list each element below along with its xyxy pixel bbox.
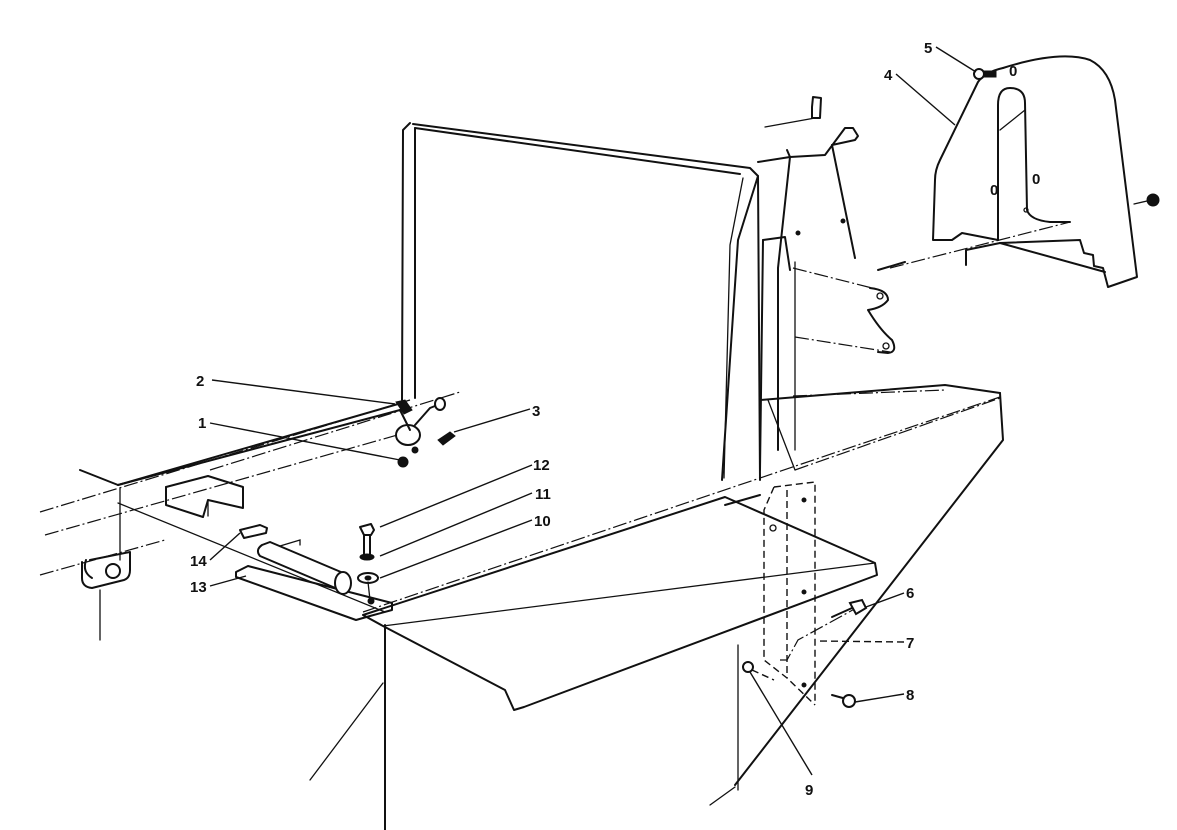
latch-assembly [395, 397, 456, 468]
clevis-lug [81, 551, 131, 641]
callout-7: 7 [906, 635, 914, 652]
svg-text:0: 0 [990, 182, 998, 199]
s-link-bracket [792, 267, 896, 354]
svg-text:0: 0 [1009, 63, 1017, 80]
leader-lines [209, 46, 977, 776]
fender-bracket [742, 481, 868, 708]
callout-labels: 1 2 3 4 5 6 7 8 9 10 11 12 13 14 [190, 40, 932, 799]
pin-clip-part-14 [239, 524, 268, 539]
callout-12: 12 [533, 457, 550, 474]
fender-part-4: 0 0 0 [877, 55, 1138, 288]
hinge-part-13 [235, 539, 393, 621]
tailgate-panel [401, 122, 759, 481]
svg-text:0: 0 [1032, 171, 1040, 188]
callout-10: 10 [534, 513, 551, 530]
tailboard-shelf [362, 496, 878, 711]
callout-11: 11 [535, 486, 551, 503]
hinge-bolt-stack [357, 523, 379, 601]
body-box [309, 384, 1004, 830]
callout-6: 6 [906, 585, 914, 602]
callout-14: 14 [190, 553, 207, 570]
left-frame-rails [39, 391, 461, 613]
callout-13: 13 [190, 579, 207, 596]
callout-4: 4 [884, 67, 893, 84]
callout-3: 3 [532, 403, 540, 420]
callout-2: 2 [196, 373, 204, 390]
callout-5: 5 [924, 40, 932, 57]
bolt-part-5 [973, 68, 997, 80]
corner-post [757, 96, 859, 481]
far-bolt [1133, 193, 1160, 207]
callout-9: 9 [805, 782, 813, 799]
callout-1: 1 [198, 415, 206, 432]
channel-bracket [165, 475, 244, 518]
callout-8: 8 [906, 687, 914, 704]
